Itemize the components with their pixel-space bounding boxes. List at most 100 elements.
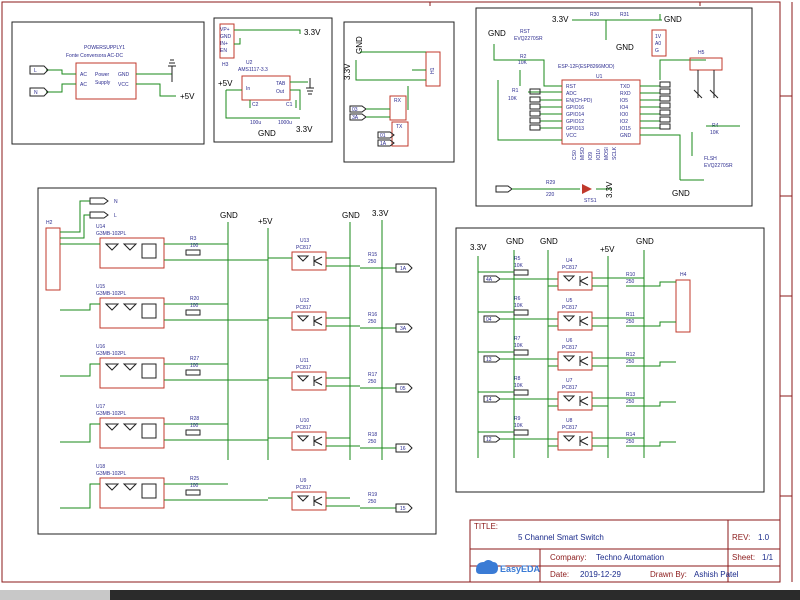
opto-internals bbox=[296, 495, 323, 506]
ps-pin-ac2: AC bbox=[80, 82, 87, 88]
relay-ref: U16 bbox=[96, 344, 105, 350]
relay-part: G3MB-102PL bbox=[96, 231, 127, 237]
reg-net-33: 3.3V bbox=[304, 28, 321, 37]
esp-ref: U1 bbox=[596, 74, 603, 80]
opto-ro: R18 bbox=[368, 432, 377, 438]
opto-internals bbox=[296, 435, 323, 446]
esp-pin-io9: IO9 bbox=[588, 152, 594, 160]
relay-port-flag bbox=[395, 323, 413, 333]
switch-h-ref: H4 bbox=[680, 272, 687, 278]
ps-name: Fonte Conversora AC-DC bbox=[66, 53, 123, 59]
switch-opto-body bbox=[557, 431, 593, 451]
switch-rv: 10K bbox=[514, 343, 524, 349]
relay-port-flag bbox=[395, 443, 413, 453]
esp-led: STS1 bbox=[584, 198, 597, 204]
switch-opto-body bbox=[557, 271, 593, 291]
switch-resistor bbox=[513, 269, 529, 276]
opto-ref: U10 bbox=[300, 418, 309, 424]
relay-r: R3 bbox=[190, 236, 197, 242]
opto-internals bbox=[296, 375, 323, 386]
esp-pin-io2: IO2 bbox=[620, 119, 628, 125]
switch-port: 04 bbox=[486, 317, 492, 323]
tb-sheet: 1/1 bbox=[762, 553, 774, 562]
reg-out: Out bbox=[276, 89, 285, 95]
relay-body bbox=[99, 237, 165, 269]
esp-r2: R2 bbox=[520, 54, 527, 60]
relay-net-gnd-2: GND bbox=[342, 211, 360, 220]
ps-port-l: L bbox=[34, 68, 37, 74]
opto-wire bbox=[268, 437, 360, 447]
esp-r31: R31 bbox=[620, 12, 629, 18]
relay-rv: 100 bbox=[190, 363, 199, 369]
relay-port-flag bbox=[395, 383, 413, 393]
reg-h-ref: H3 bbox=[222, 62, 229, 68]
relay-ref: U17 bbox=[96, 404, 105, 410]
relay-part: G3MB-102PL bbox=[96, 351, 127, 357]
relay-rv: 100 bbox=[190, 243, 199, 249]
relay-port: 3A bbox=[400, 326, 407, 332]
esp-pin-sclk: SCLK bbox=[612, 146, 618, 160]
esp-pin-io15: IO15 bbox=[620, 126, 631, 132]
hdr-port-01: 01 bbox=[380, 133, 386, 139]
switch-resistor bbox=[513, 389, 529, 396]
esp-net-gnd-2: GND bbox=[616, 43, 634, 52]
esp-pin-cs0: CS0 bbox=[572, 150, 578, 160]
switch-net-gnd-2: GND bbox=[540, 237, 558, 246]
relay-r: R27 bbox=[190, 356, 199, 362]
reg-net-5v: +5V bbox=[218, 79, 233, 88]
relay-internals bbox=[104, 483, 157, 499]
relay-body bbox=[99, 357, 165, 389]
hdr-port-3a: 3A bbox=[352, 115, 359, 121]
opto-body bbox=[291, 251, 327, 271]
switch-opto-body bbox=[557, 311, 593, 331]
hdr-rx: RX bbox=[394, 98, 402, 104]
opto-part: PC817 bbox=[296, 365, 312, 371]
switch-wire bbox=[478, 391, 558, 407]
relay-port: 1A bbox=[400, 266, 407, 272]
esp-flash-btn: FLSH bbox=[704, 156, 717, 162]
esp-pin-gnd: GND bbox=[620, 133, 632, 139]
switch-wire bbox=[478, 311, 558, 327]
relay-ref: U18 bbox=[96, 464, 105, 470]
esp-pin-en: EN(CH-PD) bbox=[566, 98, 592, 104]
switch-resistor bbox=[513, 349, 529, 356]
esp-net-33: 3.3V bbox=[552, 15, 569, 24]
opto-rov: 250 bbox=[368, 319, 377, 325]
reg-in: In bbox=[246, 86, 250, 92]
esp-h5: H5 bbox=[698, 50, 705, 56]
switch-rows: 4AR510KU4PC817R1025004R610KU5PC817R11250… bbox=[478, 256, 676, 451]
relay-wire bbox=[60, 483, 268, 509]
relay-body bbox=[99, 477, 165, 509]
esp-bottom-pins: CS0 MISO IO9 IO10 MOSI SCLK bbox=[572, 146, 618, 160]
switch-r: R6 bbox=[514, 296, 521, 302]
tb-date-label: Date: bbox=[550, 570, 569, 579]
switch-rov: 250 bbox=[626, 319, 635, 325]
tb-company-label: Company: bbox=[550, 553, 586, 562]
opto-wire bbox=[268, 377, 360, 387]
switch-port: 4A bbox=[486, 277, 493, 283]
switch-opto-body bbox=[557, 391, 593, 411]
ps-inner-2: Supply bbox=[95, 80, 111, 86]
relay-h-ref: H2 bbox=[46, 220, 53, 226]
opto-ro: R17 bbox=[368, 372, 377, 378]
esp-pin-io0: IO0 bbox=[620, 112, 628, 118]
esp-pin-io5: IO5 bbox=[620, 98, 628, 104]
switch-ro: R14 bbox=[626, 432, 635, 438]
relay-rows: U14G3MB-102PLR3100U13PC817R152501AU15G3M… bbox=[60, 224, 413, 513]
esp-r1-val: 10K bbox=[508, 96, 518, 102]
switch-opto-ref: U4 bbox=[566, 258, 573, 264]
opto-body bbox=[291, 371, 327, 391]
relay-resistor bbox=[185, 429, 201, 436]
esp-r2-val: 10K bbox=[518, 60, 528, 66]
switch-opto-internals bbox=[562, 275, 589, 286]
switch-out-wire bbox=[592, 357, 676, 367]
esp-rst-part: EVQ2270SR bbox=[514, 36, 543, 42]
esp-part: ESP-12F(ESP8266MOD) bbox=[558, 64, 615, 70]
switch-ro: R13 bbox=[626, 392, 635, 398]
switch-r: R8 bbox=[514, 376, 521, 382]
relay-internals bbox=[104, 303, 157, 319]
switch-out-wire bbox=[592, 277, 676, 287]
